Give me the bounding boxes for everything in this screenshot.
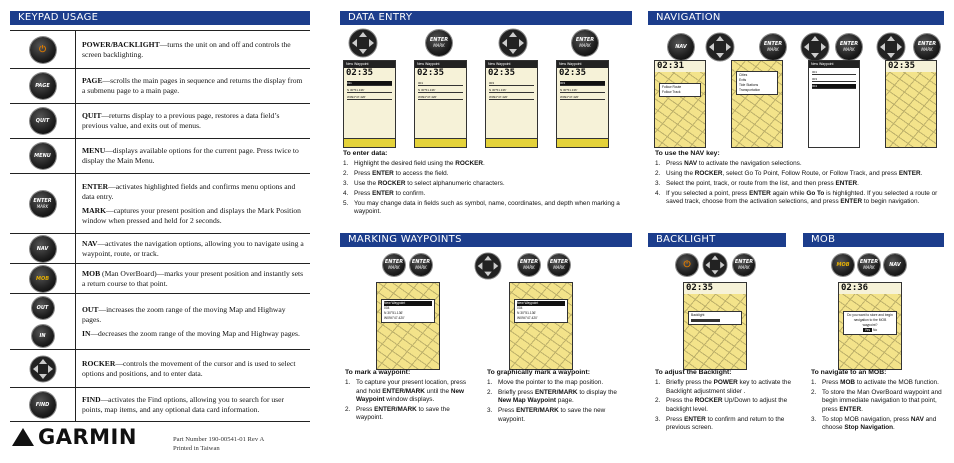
- power-key-icon: ⏻: [29, 36, 56, 63]
- find-key-icon: FIND: [29, 391, 56, 418]
- rocker-key-icon: [29, 355, 56, 382]
- mob-key-icon: MOB: [29, 265, 56, 292]
- keypad-row-nav: NAV NAV—activates the navigation options…: [10, 234, 310, 264]
- rocker-icon: [474, 252, 502, 280]
- mob-key-icon: MOB: [832, 254, 854, 276]
- data-entry-header: DATA ENTRY: [340, 11, 632, 25]
- garmin-triangle-icon: [12, 428, 34, 446]
- mob-instructions: To navigate to an MOB: 1.Press MOB to ac…: [811, 369, 942, 431]
- gps-screen-backlight: 02:35 Backlight: [683, 282, 747, 370]
- quit-key-icon: QUIT: [29, 108, 56, 134]
- part-number: Part Number 190-00541-01 Rev A Printed i…: [173, 436, 265, 452]
- rocker-icon: [876, 32, 906, 62]
- keypad-row-zoom: OUT IN OUT—increases the zoom range of t…: [10, 294, 310, 350]
- gps-screen-nav-4: 02:35: [885, 60, 937, 148]
- data-entry-instructions: To enter data: 1.Highlight the desired f…: [343, 150, 620, 216]
- gps-screen-nav-1: 02:31 Follow Route Follow Track: [654, 60, 706, 148]
- keypad-row-mob: MOB MOB (Man OverBoard)—marks your prese…: [10, 264, 310, 294]
- menu-key-icon: MENU: [29, 143, 56, 169]
- backlight-header: BACKLIGHT: [648, 233, 786, 247]
- rocker-icon: [702, 252, 728, 278]
- rocker-icon: [705, 32, 735, 62]
- gps-screen-entry-1: New Waypoint 02:35 011 N 30°51.136' W094…: [343, 60, 396, 148]
- marking-waypoints-header: MARKING WAYPOINTS: [340, 233, 632, 247]
- keypad-row-quit: QUIT QUIT—returns display to a previous …: [10, 104, 310, 139]
- gps-screen-nav-3: New Waypoint 001 003 004: [808, 60, 860, 148]
- in-key-icon: IN: [31, 324, 54, 347]
- gps-screen-mob: 02:36 Do you want to store and begin nav…: [838, 282, 902, 370]
- page-key-icon: PAGE: [29, 73, 56, 99]
- gps-screen-entry-4: New Waypoint 02:35 003 N 30°51.136' W094…: [556, 60, 609, 148]
- keypad-row-find: FIND FIND—activates the Find options, al…: [10, 388, 310, 422]
- nav-key-icon: NAV: [668, 34, 694, 60]
- keypad-row-menu: MENU MENU—displays available options for…: [10, 139, 310, 174]
- keypad-usage-header: KEYPAD USAGE: [10, 11, 310, 25]
- keypad-row-rocker: ROCKER—controls the movement of the curs…: [10, 350, 310, 388]
- rocker-icon: [348, 28, 378, 58]
- navigation-instructions: To use the NAV key: 1.Press NAV to activ…: [655, 150, 938, 206]
- out-key-icon: OUT: [31, 296, 54, 319]
- mob-header: MOB: [803, 233, 944, 247]
- garmin-logo: GARMIN: [12, 425, 137, 449]
- navigation-header: NAVIGATION: [648, 11, 944, 25]
- keypad-row-page: PAGE PAGE—scrolls the main pages in sequ…: [10, 69, 310, 104]
- nav-key-icon: NAV: [29, 235, 56, 262]
- graphic-mark-instructions: To graphically mark a waypoint: 1.Move t…: [487, 369, 617, 423]
- gps-screen-entry-3: New Waypoint 02:35 003 N 30°51.136' W094…: [485, 60, 538, 148]
- gps-screen-entry-2: New Waypoint 02:35 001 N 30°51.136' W094…: [414, 60, 467, 148]
- mark-waypoint-instructions: To mark a waypoint: 1.To capture your pr…: [345, 369, 467, 422]
- keypad-table: ⏻ POWER/BACKLIGHT—turns the unit on and …: [10, 30, 310, 422]
- rocker-icon: [498, 28, 528, 58]
- nav-key-icon: NAV: [884, 254, 906, 276]
- power-key-icon: ⏻: [676, 254, 698, 276]
- keypad-row-power: ⏻ POWER/BACKLIGHT—turns the unit on and …: [10, 31, 310, 69]
- gps-screen-mark-2: New Waypoint 004 N 30°51.136' W094°47.42…: [509, 282, 573, 370]
- gps-screen-mark-1: New Waypoint 004 N 30°51.136' W094°47.42…: [376, 282, 440, 370]
- backlight-instructions: To adjust the Backlight: 1.Briefly press…: [655, 369, 792, 431]
- rocker-icon: [800, 32, 830, 62]
- gps-screen-nav-2: Cities Exits Tide Stations Transportatio…: [731, 60, 783, 148]
